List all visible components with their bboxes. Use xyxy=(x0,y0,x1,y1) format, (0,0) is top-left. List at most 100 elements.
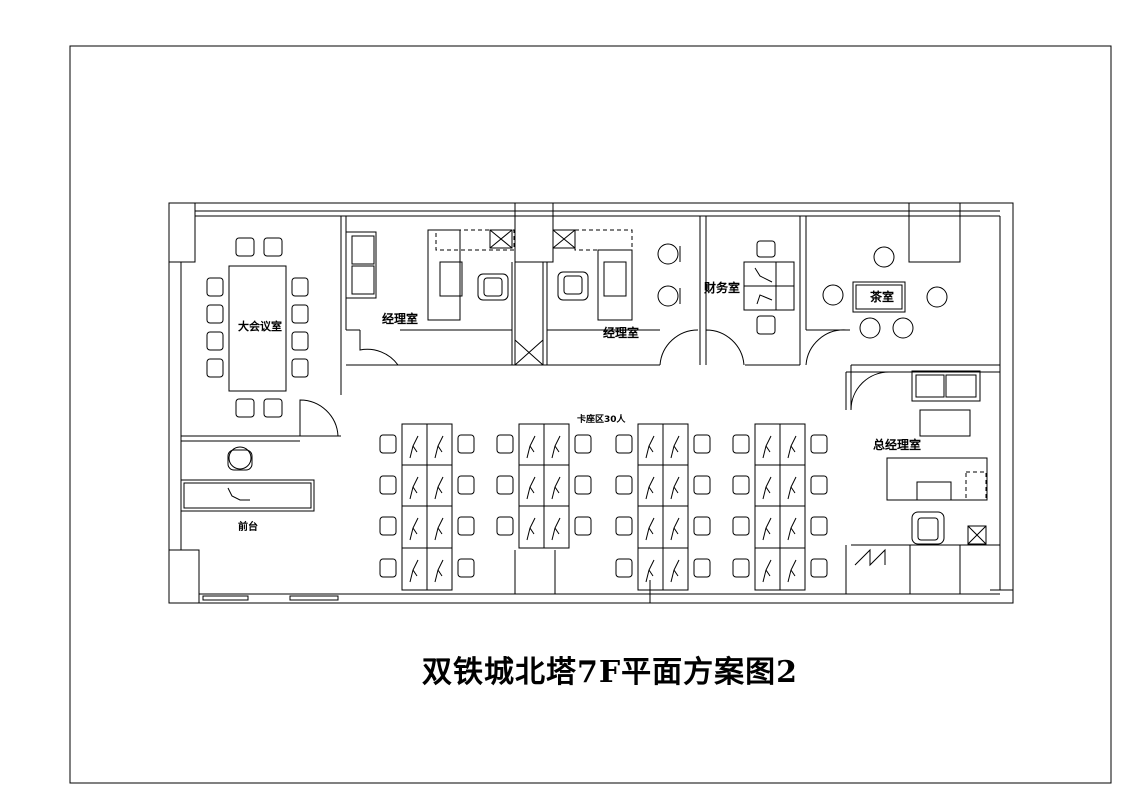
phone-icon xyxy=(409,435,797,583)
chair-icon xyxy=(496,434,514,454)
phone-icon xyxy=(551,517,561,541)
chair-icon xyxy=(693,434,711,454)
manager-room-2-furniture xyxy=(552,229,681,321)
phone-icon xyxy=(670,517,680,541)
chair-icon xyxy=(379,558,397,578)
room-label-reception: 前台 xyxy=(238,520,258,533)
chair-icon xyxy=(693,558,711,578)
phone-icon xyxy=(434,517,444,541)
phone-icon xyxy=(787,476,797,500)
chair-icon xyxy=(496,475,514,495)
tea-room-furniture xyxy=(822,246,948,339)
chair-icon xyxy=(615,558,633,578)
phone-icon xyxy=(409,435,419,459)
phone-icon xyxy=(762,476,772,500)
phone-icon xyxy=(409,559,419,583)
conference-furniture xyxy=(206,237,309,418)
chair-icon xyxy=(477,273,509,301)
phone-icon xyxy=(434,435,444,459)
chair-icon xyxy=(810,475,828,495)
desk-icon xyxy=(597,249,633,321)
sofa-icon xyxy=(911,370,981,402)
manager-room-1-furniture xyxy=(345,229,515,321)
phone-icon xyxy=(670,559,680,583)
chair-icon xyxy=(457,558,475,578)
chair-icon xyxy=(457,516,475,536)
phone-icon xyxy=(645,517,655,541)
coffee-table xyxy=(919,409,971,437)
room-label-ceo: 总经理室 xyxy=(873,437,921,452)
reception-desk xyxy=(180,479,315,512)
chair-icon xyxy=(227,446,253,471)
phone-icon xyxy=(787,517,797,541)
phone-icon xyxy=(551,476,561,500)
desk-icon xyxy=(427,229,515,321)
phone-icon xyxy=(787,559,797,583)
phone-icon xyxy=(434,559,444,583)
phone-icon xyxy=(409,476,419,500)
phone-icon xyxy=(434,476,444,500)
ceo-office-furniture xyxy=(886,370,988,545)
chair-icon xyxy=(732,475,750,495)
chair-icon xyxy=(615,434,633,454)
phone-icon xyxy=(551,435,561,459)
partition xyxy=(514,262,886,567)
phone-icon xyxy=(762,559,772,583)
chair-icon xyxy=(732,558,750,578)
chair-icon xyxy=(379,434,397,454)
phone-icon xyxy=(762,435,772,459)
finance-room-furniture xyxy=(743,240,795,335)
phone-icon xyxy=(787,435,797,459)
phone-icon xyxy=(526,517,536,541)
interior-walls xyxy=(181,216,1000,603)
chair-icon xyxy=(574,434,592,454)
chair-icon xyxy=(457,475,475,495)
outer-walls xyxy=(168,202,1014,604)
room-label-conference: 大会议室 xyxy=(238,319,282,333)
tea-table xyxy=(852,281,906,313)
chair-icon xyxy=(574,516,592,536)
chair-icon xyxy=(756,315,776,335)
chair-icon xyxy=(810,516,828,536)
phone-icon xyxy=(670,476,680,500)
chair-icon xyxy=(756,240,776,258)
phone-icon xyxy=(409,517,419,541)
plan-title: 双铁城北塔7F平面方案图2 xyxy=(421,655,799,690)
workstation-block-3 xyxy=(637,423,689,591)
chair-icon xyxy=(693,475,711,495)
phone-icon xyxy=(670,435,680,459)
chair-icon xyxy=(911,511,945,545)
room-label-finance: 财务室 xyxy=(703,280,740,295)
chair-icon xyxy=(693,516,711,536)
workstation-block-2 xyxy=(518,423,570,549)
chair-icon xyxy=(379,434,828,578)
chair-icon xyxy=(457,434,475,454)
workstation-block-4 xyxy=(754,423,806,591)
chair-icon xyxy=(496,516,514,536)
room-label-workstations: 卡座区30人 xyxy=(577,413,627,425)
sofa-icon xyxy=(345,231,377,299)
chair-icon xyxy=(615,516,633,536)
reception-furniture xyxy=(180,446,315,512)
room-label-manager-1: 经理室 xyxy=(382,311,418,326)
workstation-block-1 xyxy=(401,423,453,591)
chair-icon xyxy=(810,434,828,454)
phone-icon xyxy=(526,435,536,459)
door-icon xyxy=(299,329,890,437)
chair-icon xyxy=(810,558,828,578)
chair-icon xyxy=(574,475,592,495)
chair-icon xyxy=(615,475,633,495)
phone-icon xyxy=(762,517,772,541)
desk-icon xyxy=(886,457,988,501)
phone-icon xyxy=(227,487,250,501)
phone-icon xyxy=(526,476,536,500)
column-icon xyxy=(168,202,961,604)
chair-icon xyxy=(206,237,309,418)
phone-icon xyxy=(645,435,655,459)
phone-icon xyxy=(754,267,773,305)
workstation-area xyxy=(379,423,828,591)
phone-icon xyxy=(645,559,655,583)
chair-icon xyxy=(732,516,750,536)
